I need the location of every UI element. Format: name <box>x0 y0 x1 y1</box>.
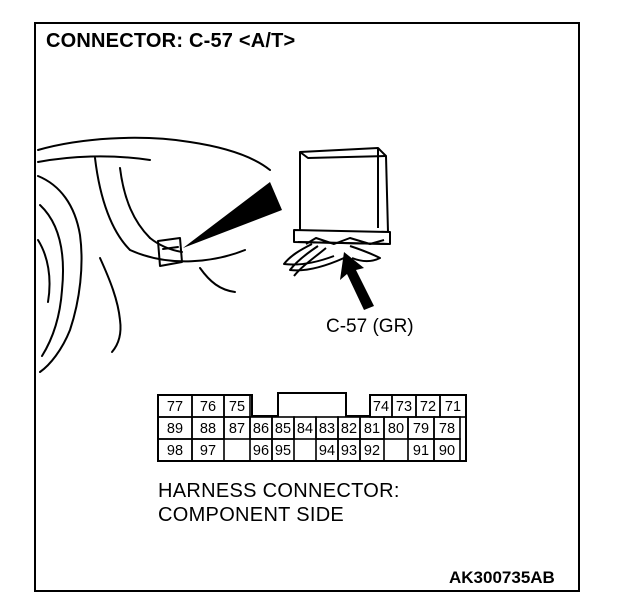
caption-line-2: COMPONENT SIDE <box>158 504 345 526</box>
dashboard-drawing <box>37 136 271 373</box>
pin-label: 87 <box>229 421 245 437</box>
pin-label: 94 <box>319 443 335 459</box>
page-title: CONNECTOR: C-57 <A/T> <box>46 30 296 52</box>
pin-label: 83 <box>319 421 335 437</box>
pin-label: 91 <box>413 443 429 459</box>
pin-label: 78 <box>439 421 455 437</box>
pin-label: 73 <box>396 399 412 415</box>
reference-code: AK300735AB <box>449 568 555 587</box>
pin-label: 79 <box>413 421 429 437</box>
pin-label: 80 <box>388 421 404 437</box>
pin-label: 93 <box>341 443 357 459</box>
control-unit-drawing <box>283 147 391 277</box>
pin-label: 96 <box>253 443 269 459</box>
caption-line-1: HARNESS CONNECTOR: <box>158 480 400 502</box>
pin-label: 71 <box>445 399 461 415</box>
pin-label: 77 <box>167 399 183 415</box>
pin-label: 89 <box>167 421 183 437</box>
pin-cells <box>157 394 467 462</box>
pin-label: 90 <box>439 443 455 459</box>
pin-label: 82 <box>341 421 357 437</box>
pin-label: 75 <box>229 399 245 415</box>
pin-label: 97 <box>200 443 216 459</box>
pin-label: 72 <box>420 399 436 415</box>
pin-cell <box>271 438 295 462</box>
pin-label: 76 <box>200 399 216 415</box>
pin-cell <box>359 438 385 462</box>
arrow-icon <box>340 252 374 310</box>
diagram-frame <box>34 22 580 592</box>
pin-label: 88 <box>200 421 216 437</box>
pin-label: 85 <box>275 421 291 437</box>
leader-wedge <box>183 182 282 248</box>
pin-label: 74 <box>373 399 389 415</box>
pin-labels: 77 76 75 74 73 72 71 89 88 87 86 85 84 83 82 81 80 79 78 98… <box>167 399 461 459</box>
pin-label: 92 <box>364 443 380 459</box>
connector-label: C-57 (GR) <box>326 316 414 337</box>
pin-cell <box>191 438 225 462</box>
pin-label: 81 <box>364 421 380 437</box>
pin-label: 98 <box>167 443 183 459</box>
pin-label: 84 <box>297 421 313 437</box>
pin-grid <box>157 392 467 462</box>
pin-label: 95 <box>275 443 291 459</box>
pin-cell <box>433 438 461 462</box>
pin-label: 86 <box>253 421 269 437</box>
